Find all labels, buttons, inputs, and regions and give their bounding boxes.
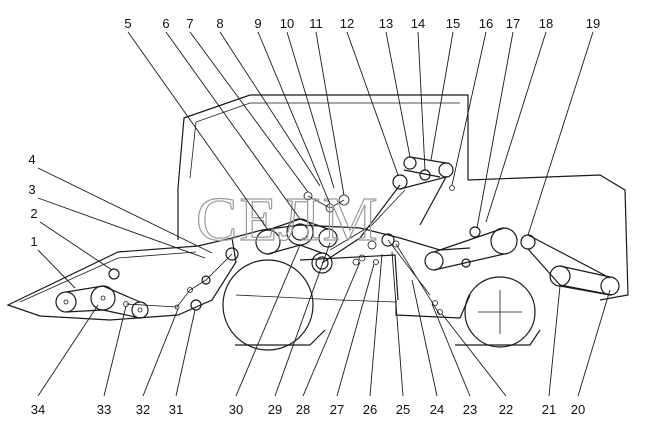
callout-32: 32 bbox=[136, 402, 150, 417]
callout-13: 13 bbox=[379, 16, 393, 31]
header-mechanism bbox=[55, 247, 239, 319]
callout-21: 21 bbox=[542, 402, 556, 417]
leader-lines bbox=[37, 31, 611, 397]
thresher-mechanism bbox=[255, 184, 443, 316]
callout-23: 23 bbox=[463, 402, 477, 417]
callout-14: 14 bbox=[411, 16, 425, 31]
callout-24: 24 bbox=[430, 402, 444, 417]
watermark-text: СЕЛМ bbox=[196, 186, 380, 254]
callout-5: 5 bbox=[124, 16, 131, 31]
rear-mechanism bbox=[424, 226, 620, 296]
callout-16: 16 bbox=[479, 16, 493, 31]
machine-outline bbox=[6, 94, 629, 346]
callout-27: 27 bbox=[330, 402, 344, 417]
callout-15: 15 bbox=[446, 16, 460, 31]
wheels bbox=[222, 259, 536, 351]
callout-12: 12 bbox=[340, 16, 354, 31]
callout-4: 4 bbox=[28, 152, 35, 167]
callout-8: 8 bbox=[216, 16, 223, 31]
callout-26: 26 bbox=[363, 402, 377, 417]
callout-labels: 1 2 3 4 5 6 7 8 9 10 11 12 13 14 15 16 1… bbox=[28, 16, 600, 417]
callout-28: 28 bbox=[296, 402, 310, 417]
callout-9: 9 bbox=[254, 16, 261, 31]
callout-11: 11 bbox=[309, 16, 323, 31]
elevator-mechanism bbox=[392, 156, 455, 226]
rear-wheel bbox=[464, 276, 536, 348]
front-wheel bbox=[222, 259, 314, 351]
callout-19: 19 bbox=[586, 16, 600, 31]
callout-18: 18 bbox=[539, 16, 553, 31]
callout-10: 10 bbox=[280, 16, 294, 31]
callout-33: 33 bbox=[97, 402, 111, 417]
callout-1: 1 bbox=[30, 234, 37, 249]
callout-25: 25 bbox=[396, 402, 410, 417]
callout-22: 22 bbox=[499, 402, 513, 417]
callout-31: 31 bbox=[169, 402, 183, 417]
callout-17: 17 bbox=[506, 16, 520, 31]
callout-2: 2 bbox=[30, 206, 37, 221]
callout-6: 6 bbox=[162, 16, 169, 31]
callout-3: 3 bbox=[28, 182, 35, 197]
callout-34: 34 bbox=[31, 402, 45, 417]
callout-29: 29 bbox=[268, 402, 282, 417]
callout-30: 30 bbox=[229, 402, 243, 417]
callout-7: 7 bbox=[186, 16, 193, 31]
callout-20: 20 bbox=[571, 402, 585, 417]
